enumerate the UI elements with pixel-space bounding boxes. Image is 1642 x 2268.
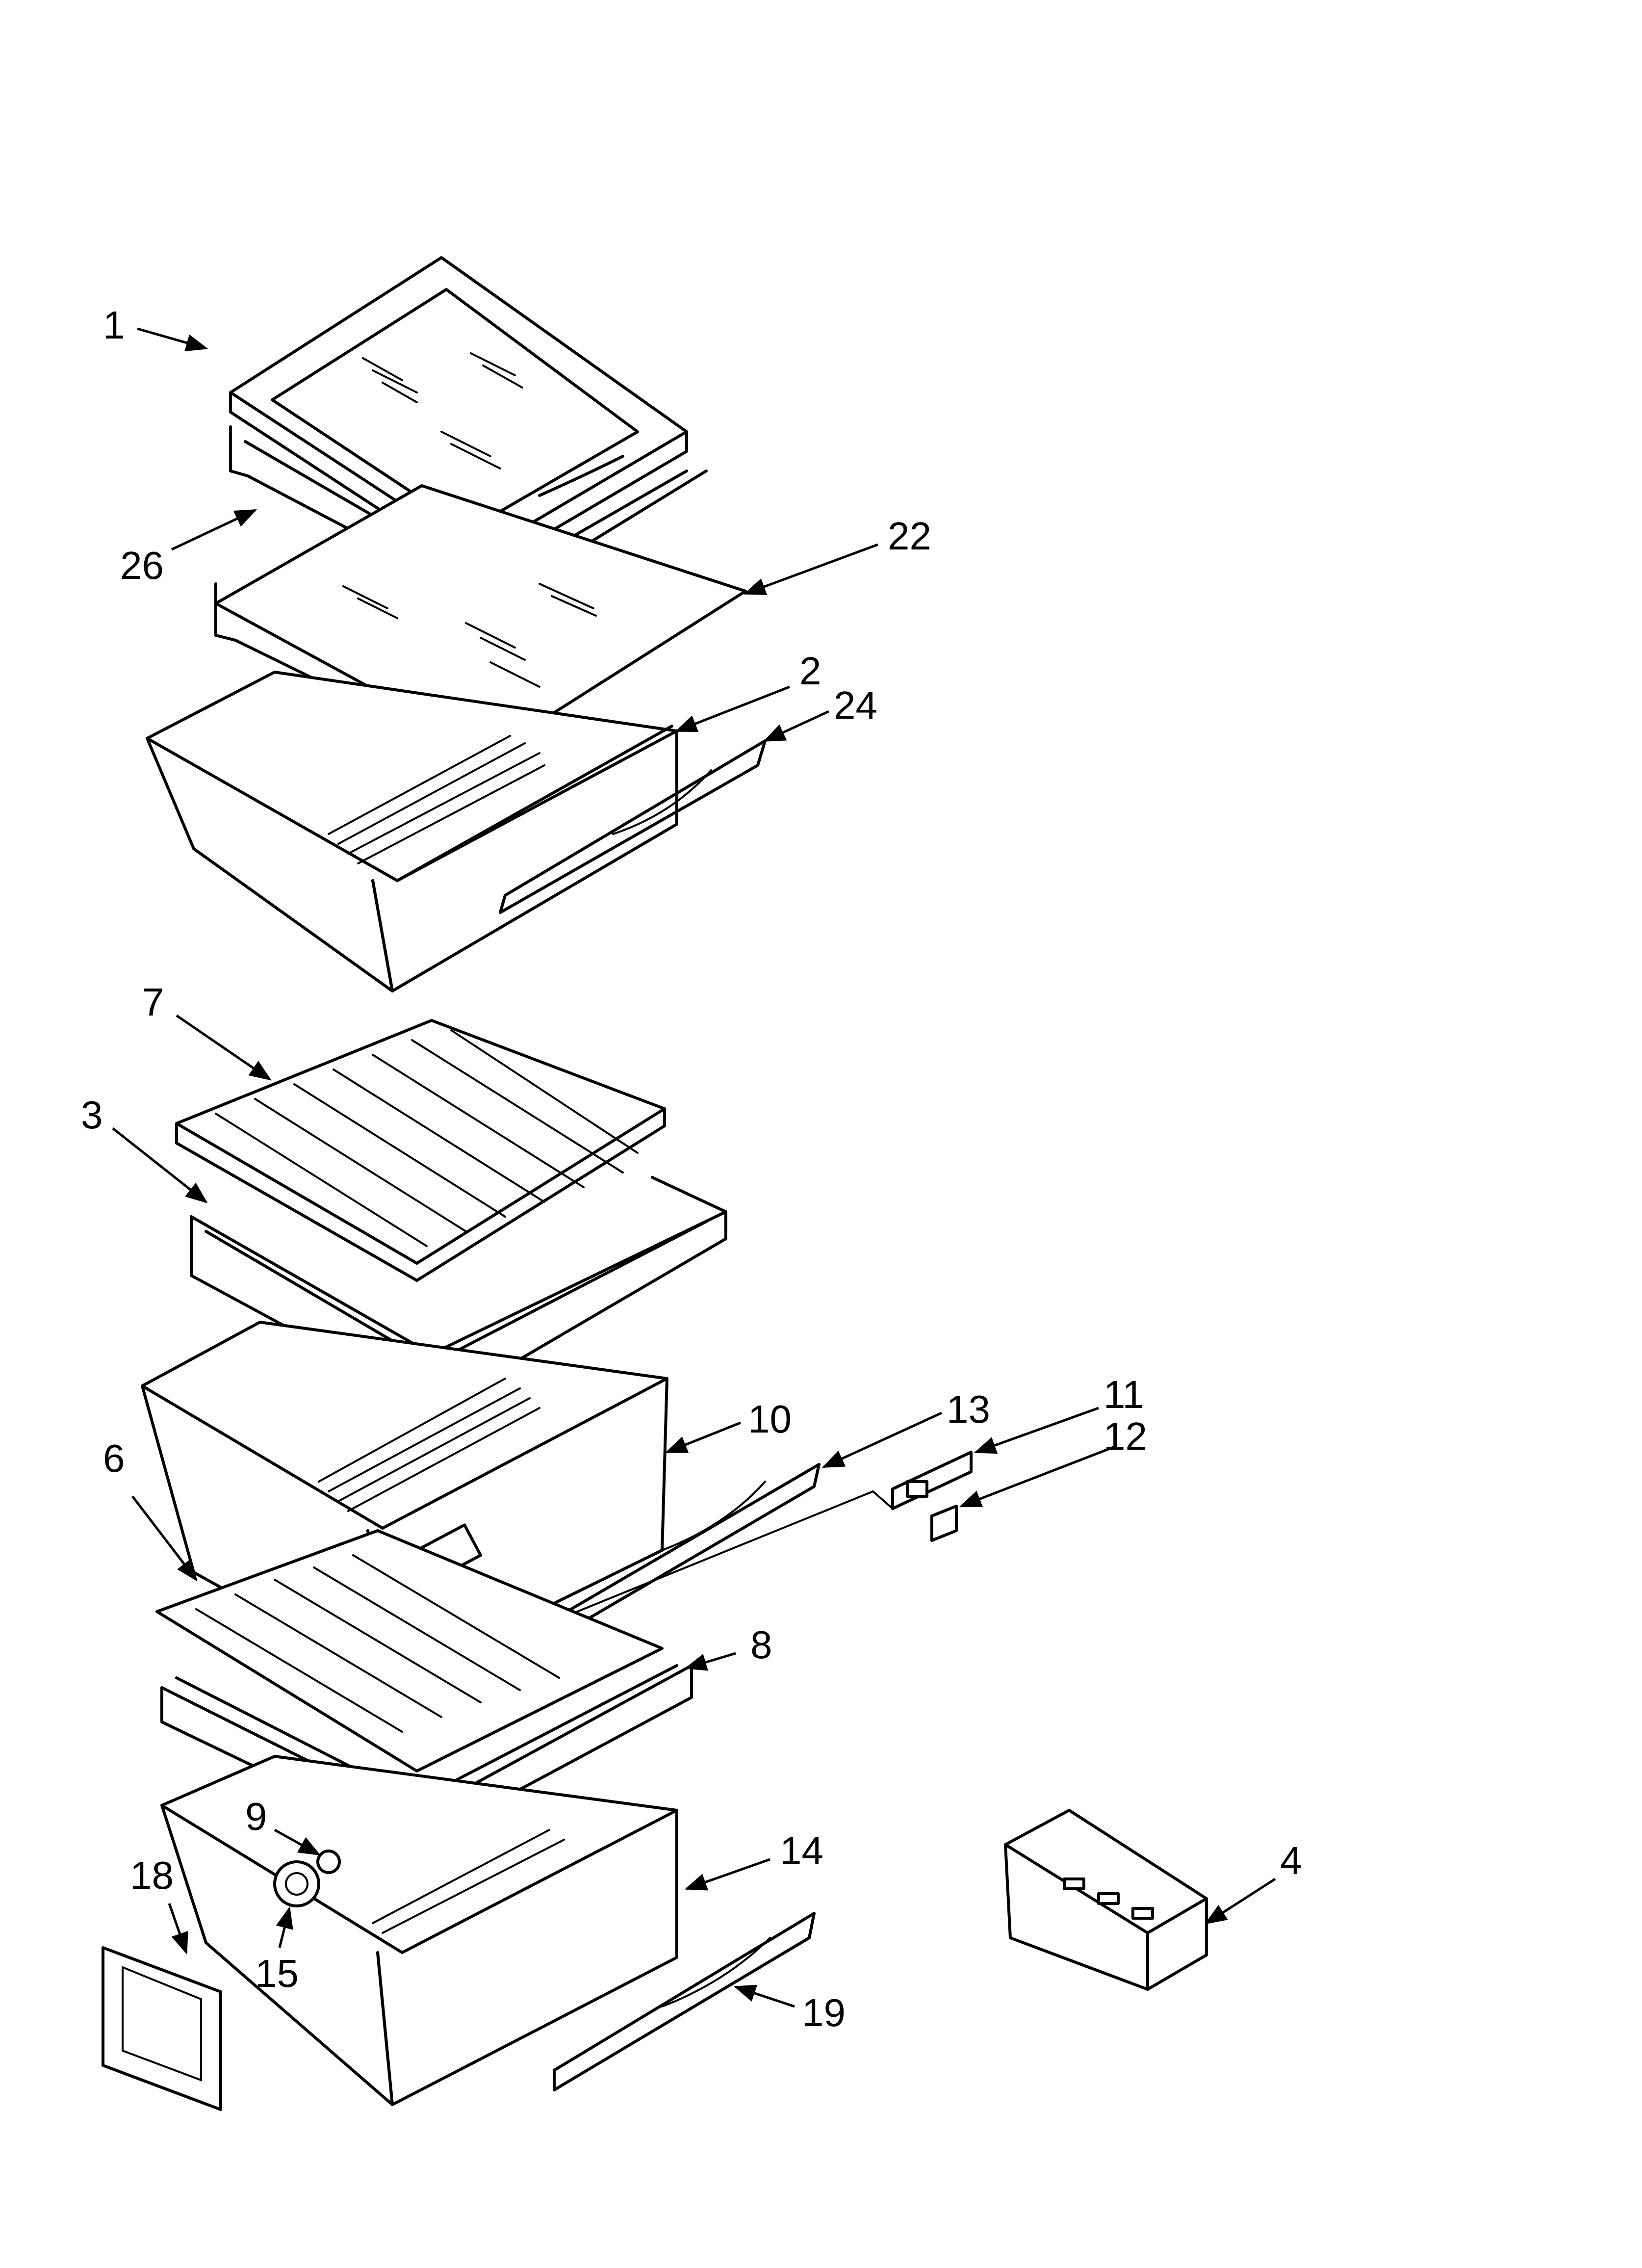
part-9-roller xyxy=(316,1850,341,1874)
part-14-crisper-drawer xyxy=(160,1755,678,2106)
callout-7: 7 xyxy=(142,980,164,1024)
callout-11: 11 xyxy=(1103,1373,1144,1416)
part-4-door-bin xyxy=(1004,1809,1208,1991)
callout-2: 2 xyxy=(799,649,821,693)
callout-3: 3 xyxy=(81,1093,103,1137)
part-19-drawer-trim xyxy=(553,1912,816,2091)
callout-4: 4 xyxy=(1280,1839,1302,1882)
part-2-crisper-drawer xyxy=(146,671,678,992)
callout-12: 12 xyxy=(1103,1414,1147,1458)
part-24-drawer-trim xyxy=(499,739,767,914)
callout-18: 18 xyxy=(130,1853,174,1897)
callout-6: 6 xyxy=(103,1436,125,1480)
callout-10: 10 xyxy=(748,1397,792,1441)
callout-19: 19 xyxy=(802,1991,846,2034)
part-1-shelf-frame xyxy=(229,256,688,575)
part-12-slide xyxy=(930,1505,958,1542)
callout-14: 14 xyxy=(780,1829,823,1873)
callout-26: 26 xyxy=(120,544,164,587)
part-13-drawer-trim xyxy=(553,1463,821,1640)
callout-24: 24 xyxy=(834,683,877,727)
callout-8: 8 xyxy=(750,1623,772,1667)
callout-15: 15 xyxy=(255,1952,299,1995)
callout-9: 9 xyxy=(245,1795,267,1838)
callout-1: 1 xyxy=(103,303,125,347)
part-7-lattice-shelf xyxy=(175,1019,666,1282)
callout-13: 13 xyxy=(947,1387,990,1431)
part-15-knob xyxy=(273,1860,320,1907)
part-6-lattice-shelf xyxy=(155,1529,664,1773)
part-18-label-holder xyxy=(102,1946,222,2111)
part-11-humidity-control xyxy=(891,1451,973,1510)
connector-line xyxy=(558,1490,894,1620)
callout-22: 22 xyxy=(888,514,931,558)
